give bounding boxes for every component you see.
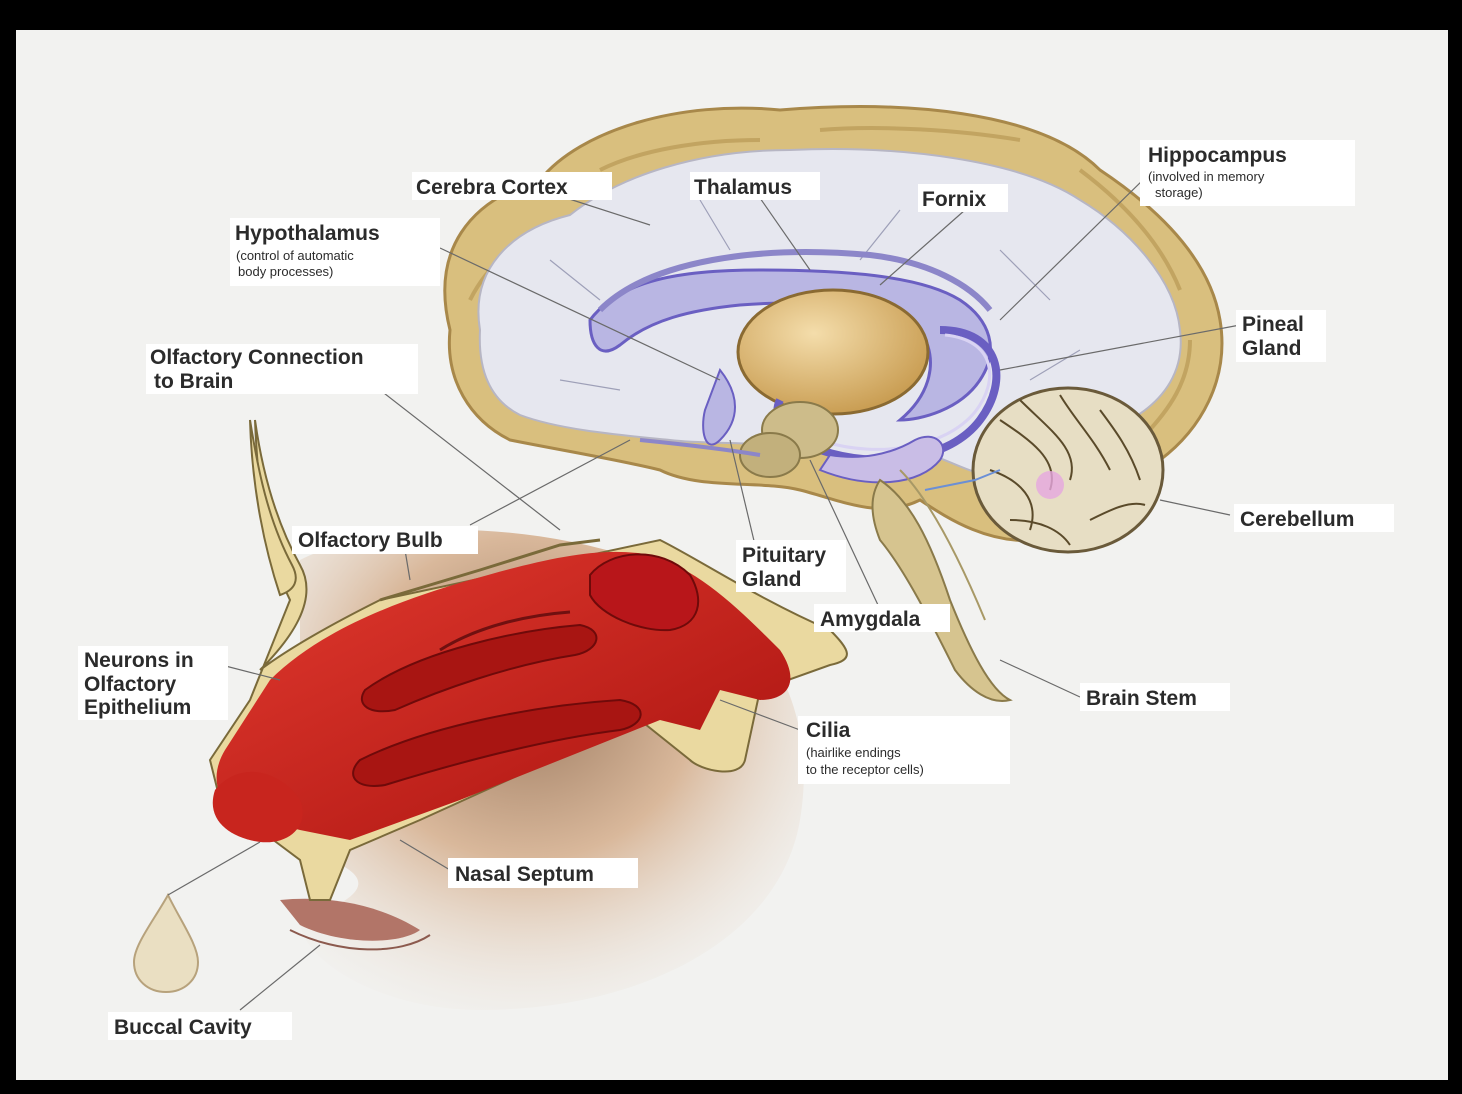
label-cilia: Cilia (hairlike endings to the receptor … xyxy=(798,716,1010,784)
label-cerebral-cortex-text: Cerebra Cortex xyxy=(416,176,568,199)
label-cilia-note-1: (hairlike endings xyxy=(806,745,901,760)
label-cilia-text: Cilia xyxy=(806,719,851,742)
label-fornix: Fornix xyxy=(918,184,1008,212)
label-amygdala: Amygdala xyxy=(814,604,950,632)
label-fornix-text: Fornix xyxy=(922,188,986,211)
label-thalamus: Thalamus xyxy=(690,172,820,200)
label-olfactory-connection: Olfactory Connection to Brain xyxy=(146,344,418,394)
label-pineal-gland-line-2: Gland xyxy=(1242,337,1302,360)
label-hippocampus-note-1: (involved in memory xyxy=(1148,169,1265,184)
label-pineal-gland: Pineal Gland xyxy=(1236,310,1326,362)
label-olfactory-bulb: Olfactory Bulb xyxy=(292,526,478,554)
label-pituitary-gland: Pituitary Gland xyxy=(736,540,846,592)
label-hippocampus-note-2: storage) xyxy=(1155,185,1203,200)
label-pineal-gland-line-1: Pineal xyxy=(1242,313,1304,336)
label-olfactory-bulb-text: Olfactory Bulb xyxy=(298,529,443,552)
label-neurons-olfactory-epithelium: Neurons in Olfactory Epithelium xyxy=(78,646,228,720)
label-cerebellum-text: Cerebellum xyxy=(1240,508,1354,531)
label-buccal-cavity: Buccal Cavity xyxy=(108,1012,292,1040)
label-amygdala-text: Amygdala xyxy=(820,608,921,631)
label-olfactory-connection-line-1: Olfactory Connection xyxy=(150,346,364,369)
label-cilia-note-2: to the receptor cells) xyxy=(806,762,924,777)
label-hypothalamus-text: Hypothalamus xyxy=(235,222,380,245)
label-cerebellum: Cerebellum xyxy=(1234,504,1394,532)
label-thalamus-text: Thalamus xyxy=(694,176,792,199)
label-hypothalamus-note-2: body processes) xyxy=(238,264,333,279)
label-pituitary-gland-line-1: Pituitary xyxy=(742,544,826,567)
label-nasal-septum: Nasal Septum xyxy=(448,858,638,888)
label-neurons-line-3: Epithelium xyxy=(84,696,191,719)
label-neurons-line-2: Olfactory xyxy=(84,673,177,696)
label-hippocampus-text: Hippocampus xyxy=(1148,144,1287,167)
label-cerebral-cortex: Cerebra Cortex xyxy=(412,172,612,200)
label-nasal-septum-text: Nasal Septum xyxy=(455,863,594,886)
label-hypothalamus-note-1: (control of automatic xyxy=(236,248,354,263)
label-pituitary-gland-line-2: Gland xyxy=(742,568,802,591)
label-olfactory-connection-line-2: to Brain xyxy=(154,370,233,393)
label-hippocampus: Hippocampus (involved in memory storage) xyxy=(1140,140,1355,206)
label-buccal-cavity-text: Buccal Cavity xyxy=(114,1016,252,1039)
label-neurons-line-1: Neurons in xyxy=(84,649,194,672)
label-brain-stem: Brain Stem xyxy=(1080,683,1230,711)
label-brain-stem-text: Brain Stem xyxy=(1086,687,1197,710)
label-hypothalamus: Hypothalamus (control of automatic body … xyxy=(230,218,440,286)
